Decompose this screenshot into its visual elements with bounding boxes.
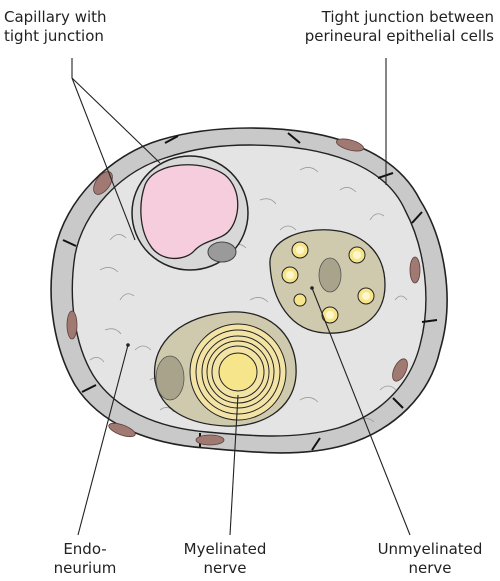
label-myelinated-nerve: Myelinated nerve xyxy=(170,540,280,578)
label-endoneurium-line2: neurium xyxy=(40,559,130,578)
label-tight-junction-line2: perineural epithelial cells xyxy=(305,27,494,46)
label-tight-junction: Tight junction between perineural epithe… xyxy=(305,8,494,46)
label-unmyelinated-line2: nerve xyxy=(360,559,500,578)
label-myelinated-line1: Myelinated xyxy=(170,540,280,559)
label-unmyelinated-line1: Unmyelinated xyxy=(360,540,500,559)
myelinated-axon xyxy=(219,353,257,391)
label-tight-junction-line1: Tight junction between xyxy=(305,8,494,27)
schwann-nucleus xyxy=(156,356,184,400)
label-capillary: Capillary with tight junction xyxy=(4,8,107,46)
label-capillary-line2: tight junction xyxy=(4,27,107,46)
label-endoneurium: Endo- neurium xyxy=(40,540,130,578)
endothelial-nucleus xyxy=(208,242,236,262)
unmyelinated-schwann-nucleus xyxy=(319,258,341,292)
label-endoneurium-line1: Endo- xyxy=(40,540,130,559)
label-unmyelinated-nerve: Unmyelinated nerve xyxy=(360,540,500,578)
capillary xyxy=(132,156,248,270)
label-capillary-line1: Capillary with xyxy=(4,8,107,27)
label-myelinated-line2: nerve xyxy=(170,559,280,578)
